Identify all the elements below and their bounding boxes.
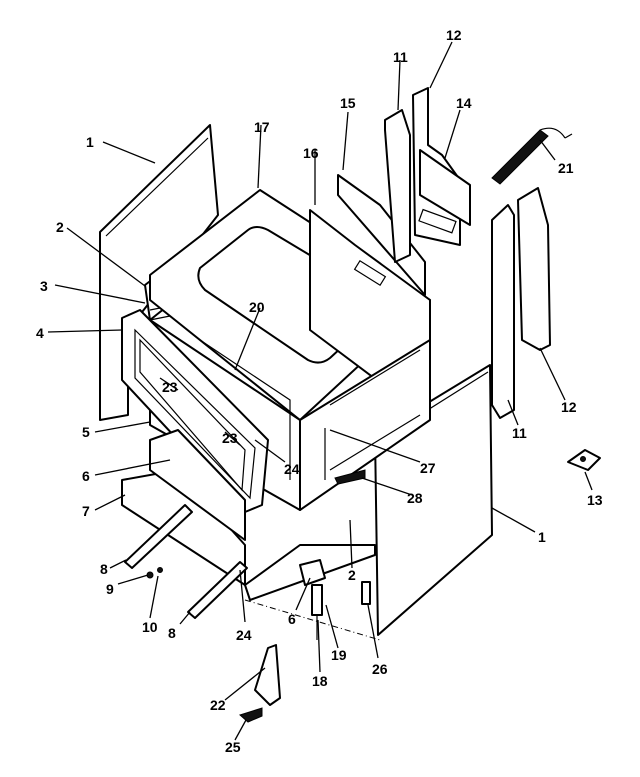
spreader-28 [324, 428, 366, 485]
callout-27: 27 [420, 460, 436, 476]
callout-15: 15 [340, 95, 356, 111]
callout-16: 16 [303, 145, 319, 161]
callout-1-right: 1 [538, 529, 546, 545]
small-fasteners [146, 567, 163, 579]
callout-8-upper: 8 [100, 561, 108, 577]
callout-24-lower: 24 [236, 627, 252, 643]
callout-23-upper: 23 [162, 379, 178, 395]
callout-24-upper: 24 [284, 461, 300, 477]
power-cord [491, 127, 573, 185]
callout-18: 18 [312, 673, 328, 689]
callout-2-right: 2 [348, 567, 356, 583]
callout-2-left: 2 [56, 219, 64, 235]
callout-9: 9 [106, 581, 114, 597]
callout-28: 28 [407, 490, 423, 506]
callout-7: 7 [82, 503, 90, 519]
callout-10: 10 [142, 619, 158, 635]
callout-21: 21 [558, 160, 574, 176]
oven-door-frame [121, 309, 269, 513]
callout-6-left: 6 [82, 468, 90, 484]
callout-12-top: 12 [446, 27, 462, 43]
callout-6-right: 6 [288, 611, 296, 627]
right-side-trims [491, 187, 551, 419]
callout-26: 26 [372, 661, 388, 677]
callout-5: 5 [82, 424, 90, 440]
bracket-13 [567, 449, 601, 471]
callout-11-top: 11 [393, 49, 408, 65]
anti-tip-bracket [239, 644, 281, 723]
callout-25: 25 [225, 739, 241, 755]
callout-4: 4 [36, 325, 44, 341]
bracket-26 [361, 581, 371, 605]
leader-lines [47, 41, 593, 741]
callout-12-right: 12 [561, 399, 577, 415]
callout-19: 19 [331, 647, 347, 663]
door-handles [124, 504, 248, 619]
callout-13: 13 [587, 492, 603, 508]
lower-drawer-panel [121, 429, 246, 586]
callout-14: 14 [456, 95, 472, 111]
callout-3: 3 [40, 278, 48, 294]
callout-17: 17 [254, 119, 270, 135]
callout-1-left: 1 [86, 134, 94, 150]
leveling-legs [299, 559, 326, 640]
callout-8-lower: 8 [168, 625, 176, 641]
callout-23-lower: 23 [222, 430, 238, 446]
callout-20: 20 [249, 299, 265, 315]
rear-vent-assembly [384, 87, 471, 263]
callout-22: 22 [210, 697, 226, 713]
callout-labels: 1 1 2 2 3 4 5 6 6 7 8 8 9 10 11 11 12 12… [36, 27, 603, 755]
callout-11-right: 11 [512, 425, 527, 441]
